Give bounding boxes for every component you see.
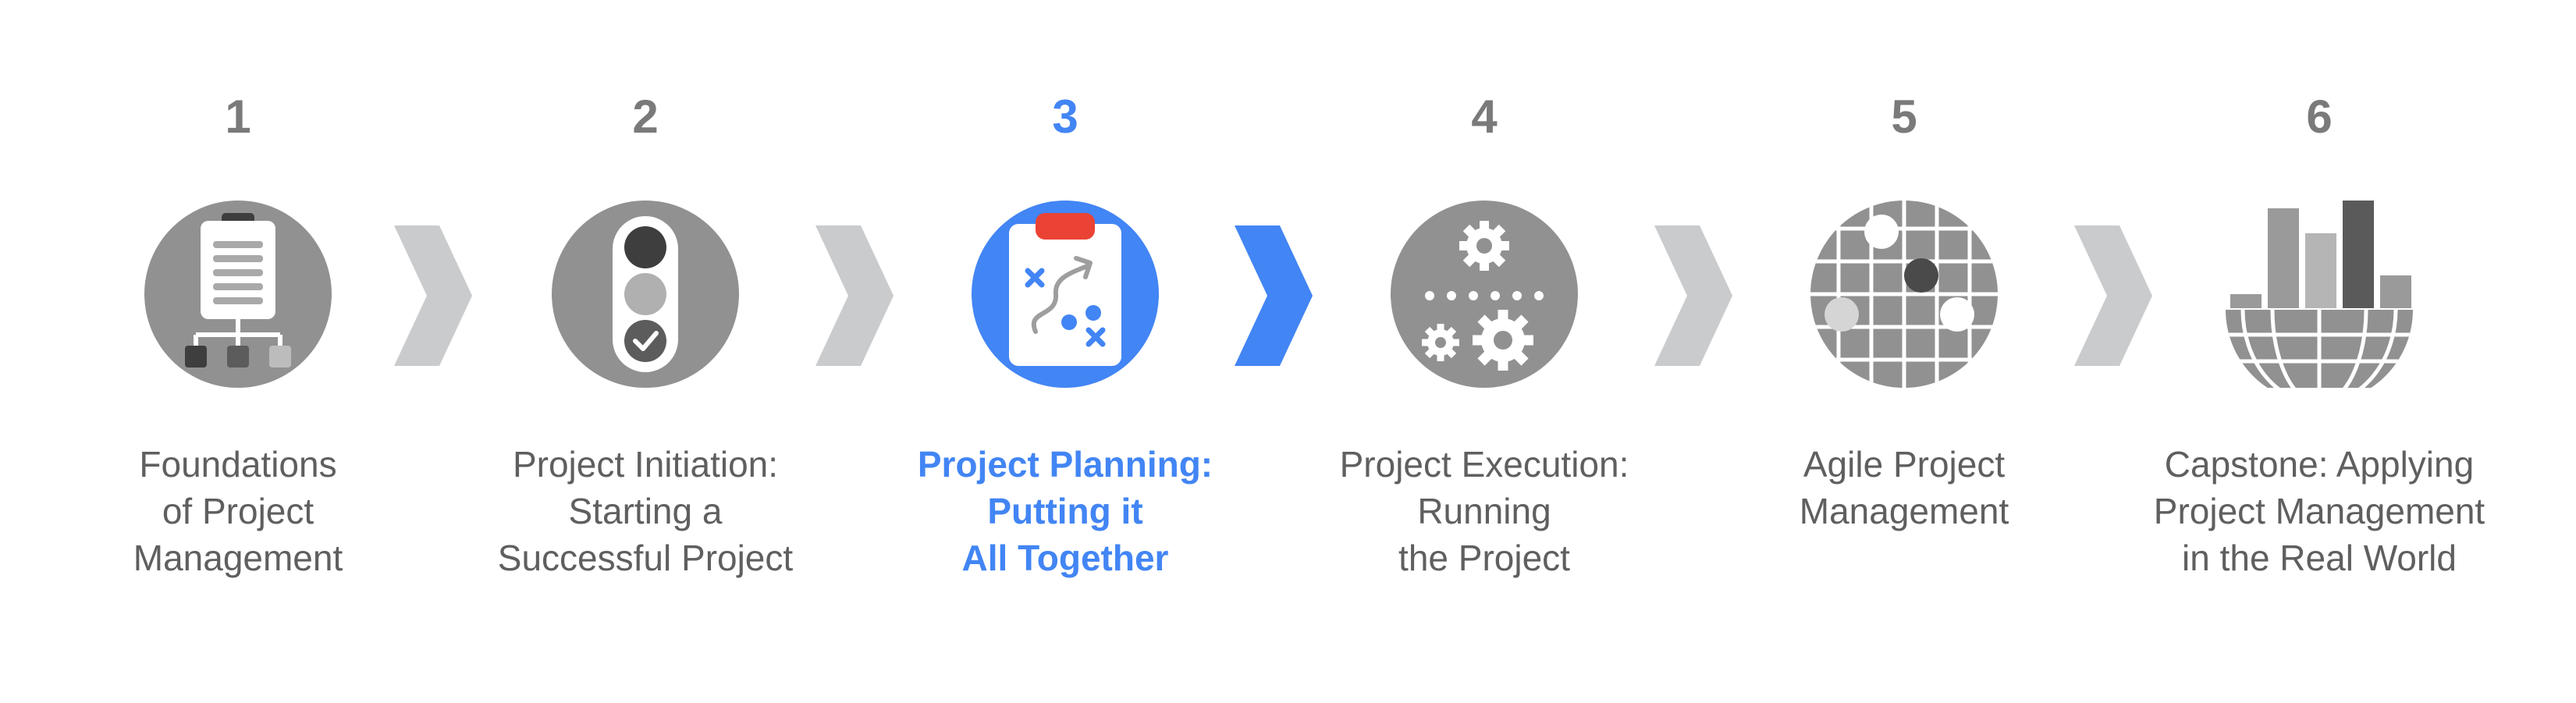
step-number: 2 — [632, 91, 659, 143]
traffic-light-icon — [552, 201, 739, 388]
step-title: Project Planning: Putting it All Togethe… — [917, 444, 1213, 578]
step-title: Foundations of Project Management — [133, 444, 343, 578]
chevron-right-icon — [1654, 225, 1732, 366]
step-number: 4 — [1471, 91, 1498, 143]
step-title: Capstone: Applying Project Management in… — [2153, 444, 2485, 578]
step-title: Agile Project Management — [1799, 444, 2009, 531]
step-number: 3 — [1052, 91, 1078, 143]
grid-network-icon — [1810, 201, 1998, 388]
gears-icon — [1391, 201, 1578, 388]
strategy-clipboard-icon — [972, 201, 1159, 388]
chevron-right-icon — [1235, 225, 1313, 366]
chevron-right-icon — [815, 225, 894, 366]
chevron-right-icon — [2074, 225, 2152, 366]
step-number: 1 — [225, 91, 251, 143]
step-title: Project Execution: Running the Project — [1339, 444, 1629, 578]
clipboard-org-chart-icon — [144, 201, 332, 388]
step-number: 6 — [2306, 91, 2333, 143]
chevron-right-icon — [394, 225, 472, 366]
step-title: Project Initiation: Starting a Successfu… — [497, 444, 794, 578]
globe-bar-chart-icon — [2226, 201, 2413, 388]
step-number: 5 — [1891, 91, 1917, 143]
